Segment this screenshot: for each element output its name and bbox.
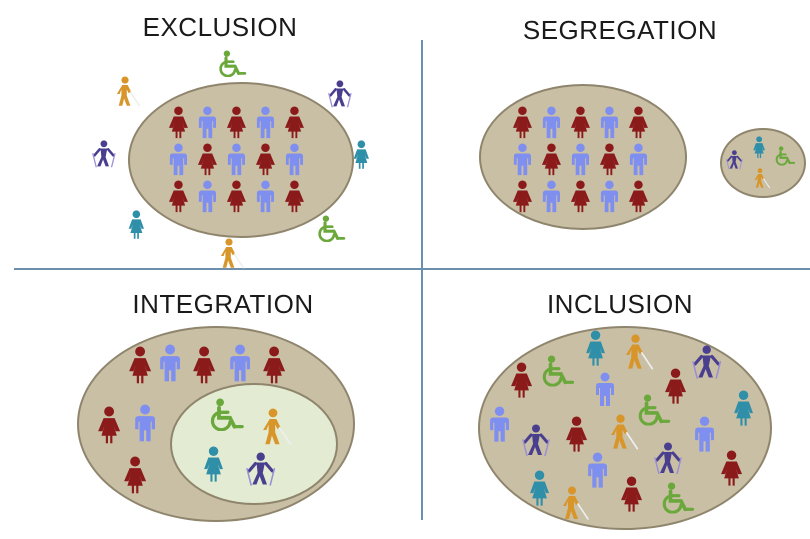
woman-figure-icon [584,330,607,366]
exclusion-title: EXCLUSION [142,12,298,42]
woman-figure-icon [570,106,591,139]
woman-figure-icon [512,106,533,139]
woman-figure-icon [284,106,305,139]
man-figure-icon [158,344,182,382]
wheelchair-user-icon [316,215,347,242]
woman-figure-icon [628,106,649,139]
blind-person-cane-icon [116,76,141,107]
wheelchair-user-icon [208,398,245,431]
crutch-walker-icon [92,140,116,168]
man-figure-icon [541,180,562,213]
man-figure-icon [599,180,620,213]
woman-figure-icon [127,210,146,239]
woman-figure-icon [732,390,755,426]
wheelchair-user-icon [660,482,696,514]
wheelchair-user-icon [636,394,672,426]
woman-figure-icon [565,416,588,452]
woman-figure-icon [255,143,276,176]
wheelchair-user-icon [217,50,248,77]
blind-person-cane-icon [262,408,293,446]
woman-figure-icon [512,180,533,213]
woman-figure-icon [628,180,649,213]
crutch-walker-icon [522,424,550,456]
crutch-walker-icon [692,345,722,379]
man-figure-icon [512,143,533,176]
woman-figure-icon [262,346,286,384]
woman-figure-icon [528,470,551,506]
crutch-walker-icon [328,80,352,108]
blind-person-cane-icon [754,168,771,189]
man-figure-icon [599,106,620,139]
woman-figure-icon [599,143,620,176]
inclusion-title: INCLUSION [546,289,694,319]
crutch-walker-icon [246,452,276,486]
man-figure-icon [197,106,218,139]
man-figure-icon [228,344,252,382]
woman-figure-icon [752,136,766,159]
man-figure-icon [541,106,562,139]
woman-figure-icon [168,106,189,139]
man-figure-icon [628,143,649,176]
man-figure-icon [168,143,189,176]
woman-figure-icon [664,368,687,404]
woman-figure-icon [128,346,152,384]
woman-figure-icon [720,450,743,486]
blind-person-cane-icon [220,238,245,269]
wheelchair-user-icon [540,355,576,387]
blind-person-cane-icon [610,414,639,450]
man-figure-icon [133,404,157,442]
blind-person-cane-icon [562,486,590,520]
integration-inner-circle [170,383,338,505]
man-figure-icon [488,406,511,442]
woman-figure-icon [570,180,591,213]
segregation-title: SEGREGATION [522,15,718,45]
woman-figure-icon [284,180,305,213]
man-figure-icon [693,416,716,452]
man-figure-icon [255,180,276,213]
woman-figure-icon [123,456,147,494]
woman-figure-icon [168,180,189,213]
man-figure-icon [284,143,305,176]
woman-figure-icon [352,140,371,169]
crutch-walker-icon [654,442,682,474]
woman-figure-icon [620,476,643,512]
man-figure-icon [586,452,609,488]
man-figure-icon [570,143,591,176]
vertical-divider [421,40,423,520]
woman-figure-icon [192,346,216,384]
woman-figure-icon [226,180,247,213]
man-figure-icon [594,372,616,406]
woman-figure-icon [541,143,562,176]
wheelchair-user-icon [774,146,796,166]
man-figure-icon [197,180,218,213]
integration-title: INTEGRATION [132,289,314,319]
woman-figure-icon [510,362,533,398]
woman-figure-icon [226,106,247,139]
woman-figure-icon [202,446,225,482]
man-figure-icon [226,143,247,176]
crutch-walker-icon [726,150,743,170]
blind-person-cane-icon [625,334,654,370]
woman-figure-icon [197,143,218,176]
woman-figure-icon [97,406,121,444]
man-figure-icon [255,106,276,139]
horizontal-divider [14,268,810,270]
